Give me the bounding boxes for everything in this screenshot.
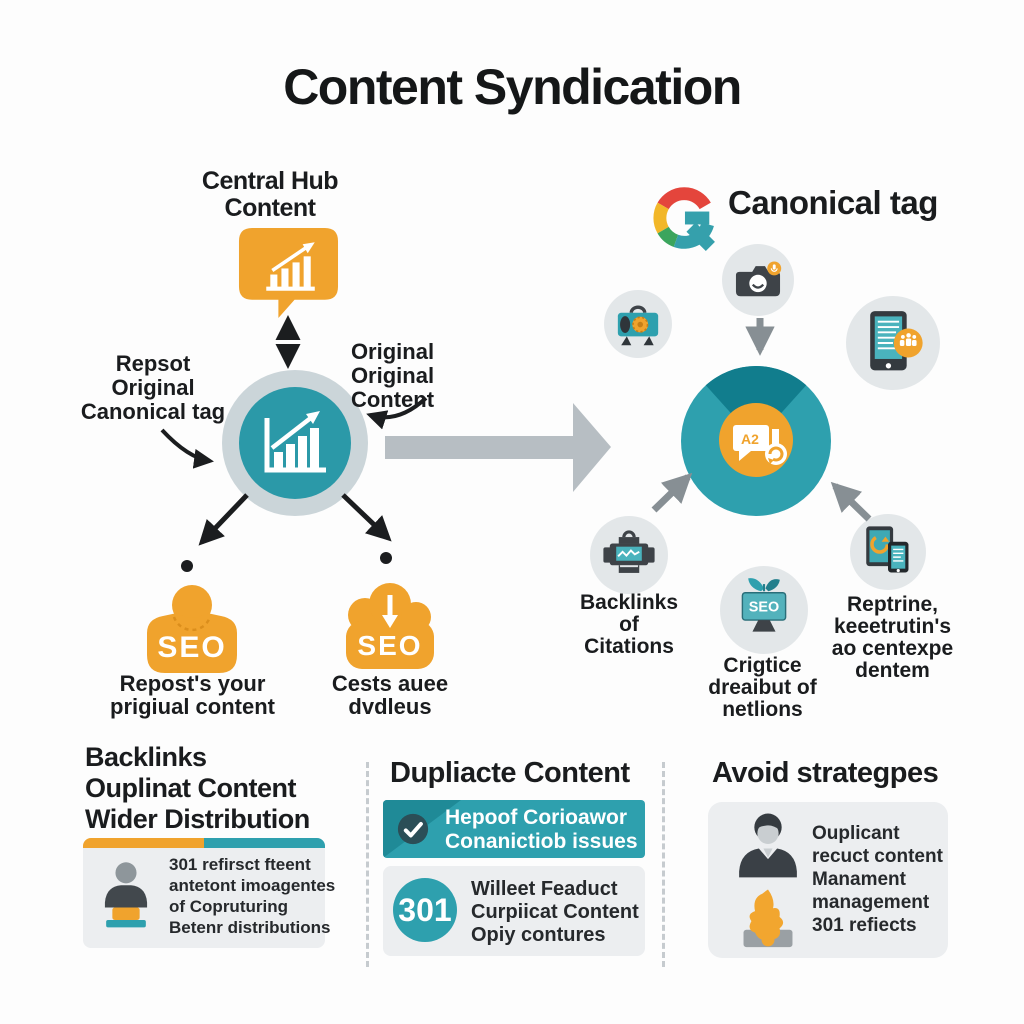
right-note-line2: Original [350,363,435,388]
canonical-tag-heading: Canonical tag [728,184,938,221]
briefcase-satellite [604,290,672,358]
seo-monitor-satellite: SEO [720,566,808,654]
body-line: Betenr distributions [169,918,331,937]
chart-speech-bubble-icon [238,228,339,318]
heading-line: Wider Distribution [85,804,310,834]
devices-caption: Reptrine, keeetrutin's ao centexpe dente… [820,594,965,682]
duplicate-banner: Hepoof Corioawor Conanictiob issues [383,800,645,858]
seo-badge-cloud-caption: Cests auee dvdleus [310,672,470,718]
check-icon [397,813,429,845]
arrow-dot [380,552,392,564]
body-line: Ouplicant [812,823,900,844]
caption-line: prigiual content [110,694,275,719]
body-line: Manament [812,869,906,890]
caption-line: ao centexpe [831,637,954,660]
briefcase-icon [617,305,659,346]
left-note-line3: Canonical tag [80,399,226,424]
left-note-line1: Repsot [115,351,191,376]
body-line: management [812,892,930,913]
camera-icon [735,261,782,297]
monitor-caption: Crigtice dreaibut of netlions [695,655,830,721]
devices-to-hub-arrow [830,481,872,522]
camera-satellite [722,244,794,316]
page-title: Content Syndication [283,59,742,115]
body-line: of Copruturing [169,897,288,916]
body-line: Willeet Feaduct [471,878,618,900]
left-note-arrow [160,428,214,469]
section-divider [366,762,369,967]
body-line: recuct content [812,846,943,867]
card-accent-teal [204,838,325,848]
tablet-satellite [846,296,940,390]
body-line: Opiy contures [471,924,606,946]
seo-badge-cloud-label: SEO [357,630,422,661]
printer-icon [603,530,655,573]
right-note-line3: Content [350,387,435,412]
big-flow-arrow [385,403,611,492]
body-line: 301 refiects [812,915,917,936]
tablet-chat-icon [870,311,923,371]
caption-line: keeetrutin's [833,615,952,638]
caption-line: of [619,613,639,636]
caption-line: Repost's your [119,671,266,696]
seo-badge-cloud-icon: SEO [346,583,434,669]
seo-badge-person-icon: SEO [147,585,237,673]
central-hub-label-line2: Content [224,194,316,222]
hub-icon-label: A2 [741,431,759,447]
banner-text: Hepoof Corioawor Conanictiob issues [445,806,638,854]
body-line: 301 refirsct fteent [169,855,311,874]
caption-line: Crigtice [723,654,802,677]
left-note-line2: Original [111,375,195,400]
caption-line: Reptrine, [846,593,938,616]
person-package-icon [104,862,148,928]
left-section-heading: Backlinks Ouplinat Content Wider Distrib… [85,742,310,835]
central-hub-label-line1: Central Hub [201,167,339,195]
devices-satellite [850,514,926,590]
right-note-line1: Original [350,339,435,364]
heading-line: Backlinks [85,742,207,772]
banner-line: Hepoof Corioawor [445,806,627,829]
left-note: Repsot Original Canonical tag [58,352,248,424]
devices-icon [866,526,909,573]
central-hub-circle [222,370,368,516]
heading-line: Ouplinat Content [85,773,296,803]
right-card-text: Ouplicant recuct content Manament manage… [812,822,943,937]
caption-line: netlions [722,698,803,721]
flame-person-icon [743,889,793,948]
301-badge: 301 [393,878,457,942]
canonical-hub-circle: A2 [681,366,831,516]
central-hub-label: Central Hub Content [160,168,380,222]
left-card-text: 301 refirsct fteent antetont imoagentes … [169,854,335,938]
printer-satellite [590,516,668,594]
caption-line: dentem [855,659,930,682]
body-line: Curpiicat Content [471,901,639,923]
right-section-card: Ouplicant recuct content Manament manage… [708,802,948,958]
middle-section-heading: Dupliacte Content [390,757,630,789]
body-line: antetont imoagentes [169,876,336,895]
middle-section-card: 301 Willeet Feaduct Curpiicat Content Op… [383,866,645,956]
seo-monitor-icon: SEO [741,578,787,632]
caption-line: dvdleus [348,694,432,719]
card-accent-orange [83,838,204,848]
google-g-logo [653,187,715,252]
caption-line: Backlinks [579,591,679,614]
section-divider [662,762,665,967]
seo-badge-person-caption: Repost's your prigiual content [95,672,290,718]
backlinks-caption: Backlinks of Citations [573,592,685,658]
right-section-heading: Avoid strategpes [712,757,939,789]
monitor-screen-label: SEO [749,599,779,615]
arrow-dot [181,560,193,572]
banner-line: Conanictiob issues [445,830,638,853]
caption-line: Citations [584,635,674,658]
left-section-card: 301 refirsct fteent antetont imoagentes … [83,838,335,948]
middle-card-text: Willeet Feaduct Curpiicat Content Opiy c… [471,878,639,947]
caption-line: dreaibut of [708,676,817,699]
seo-badge-person-label: SEO [157,631,226,664]
right-note: Original Original Content [345,340,440,412]
caption-line: Cests auee [331,671,449,696]
person-icon [739,813,797,878]
